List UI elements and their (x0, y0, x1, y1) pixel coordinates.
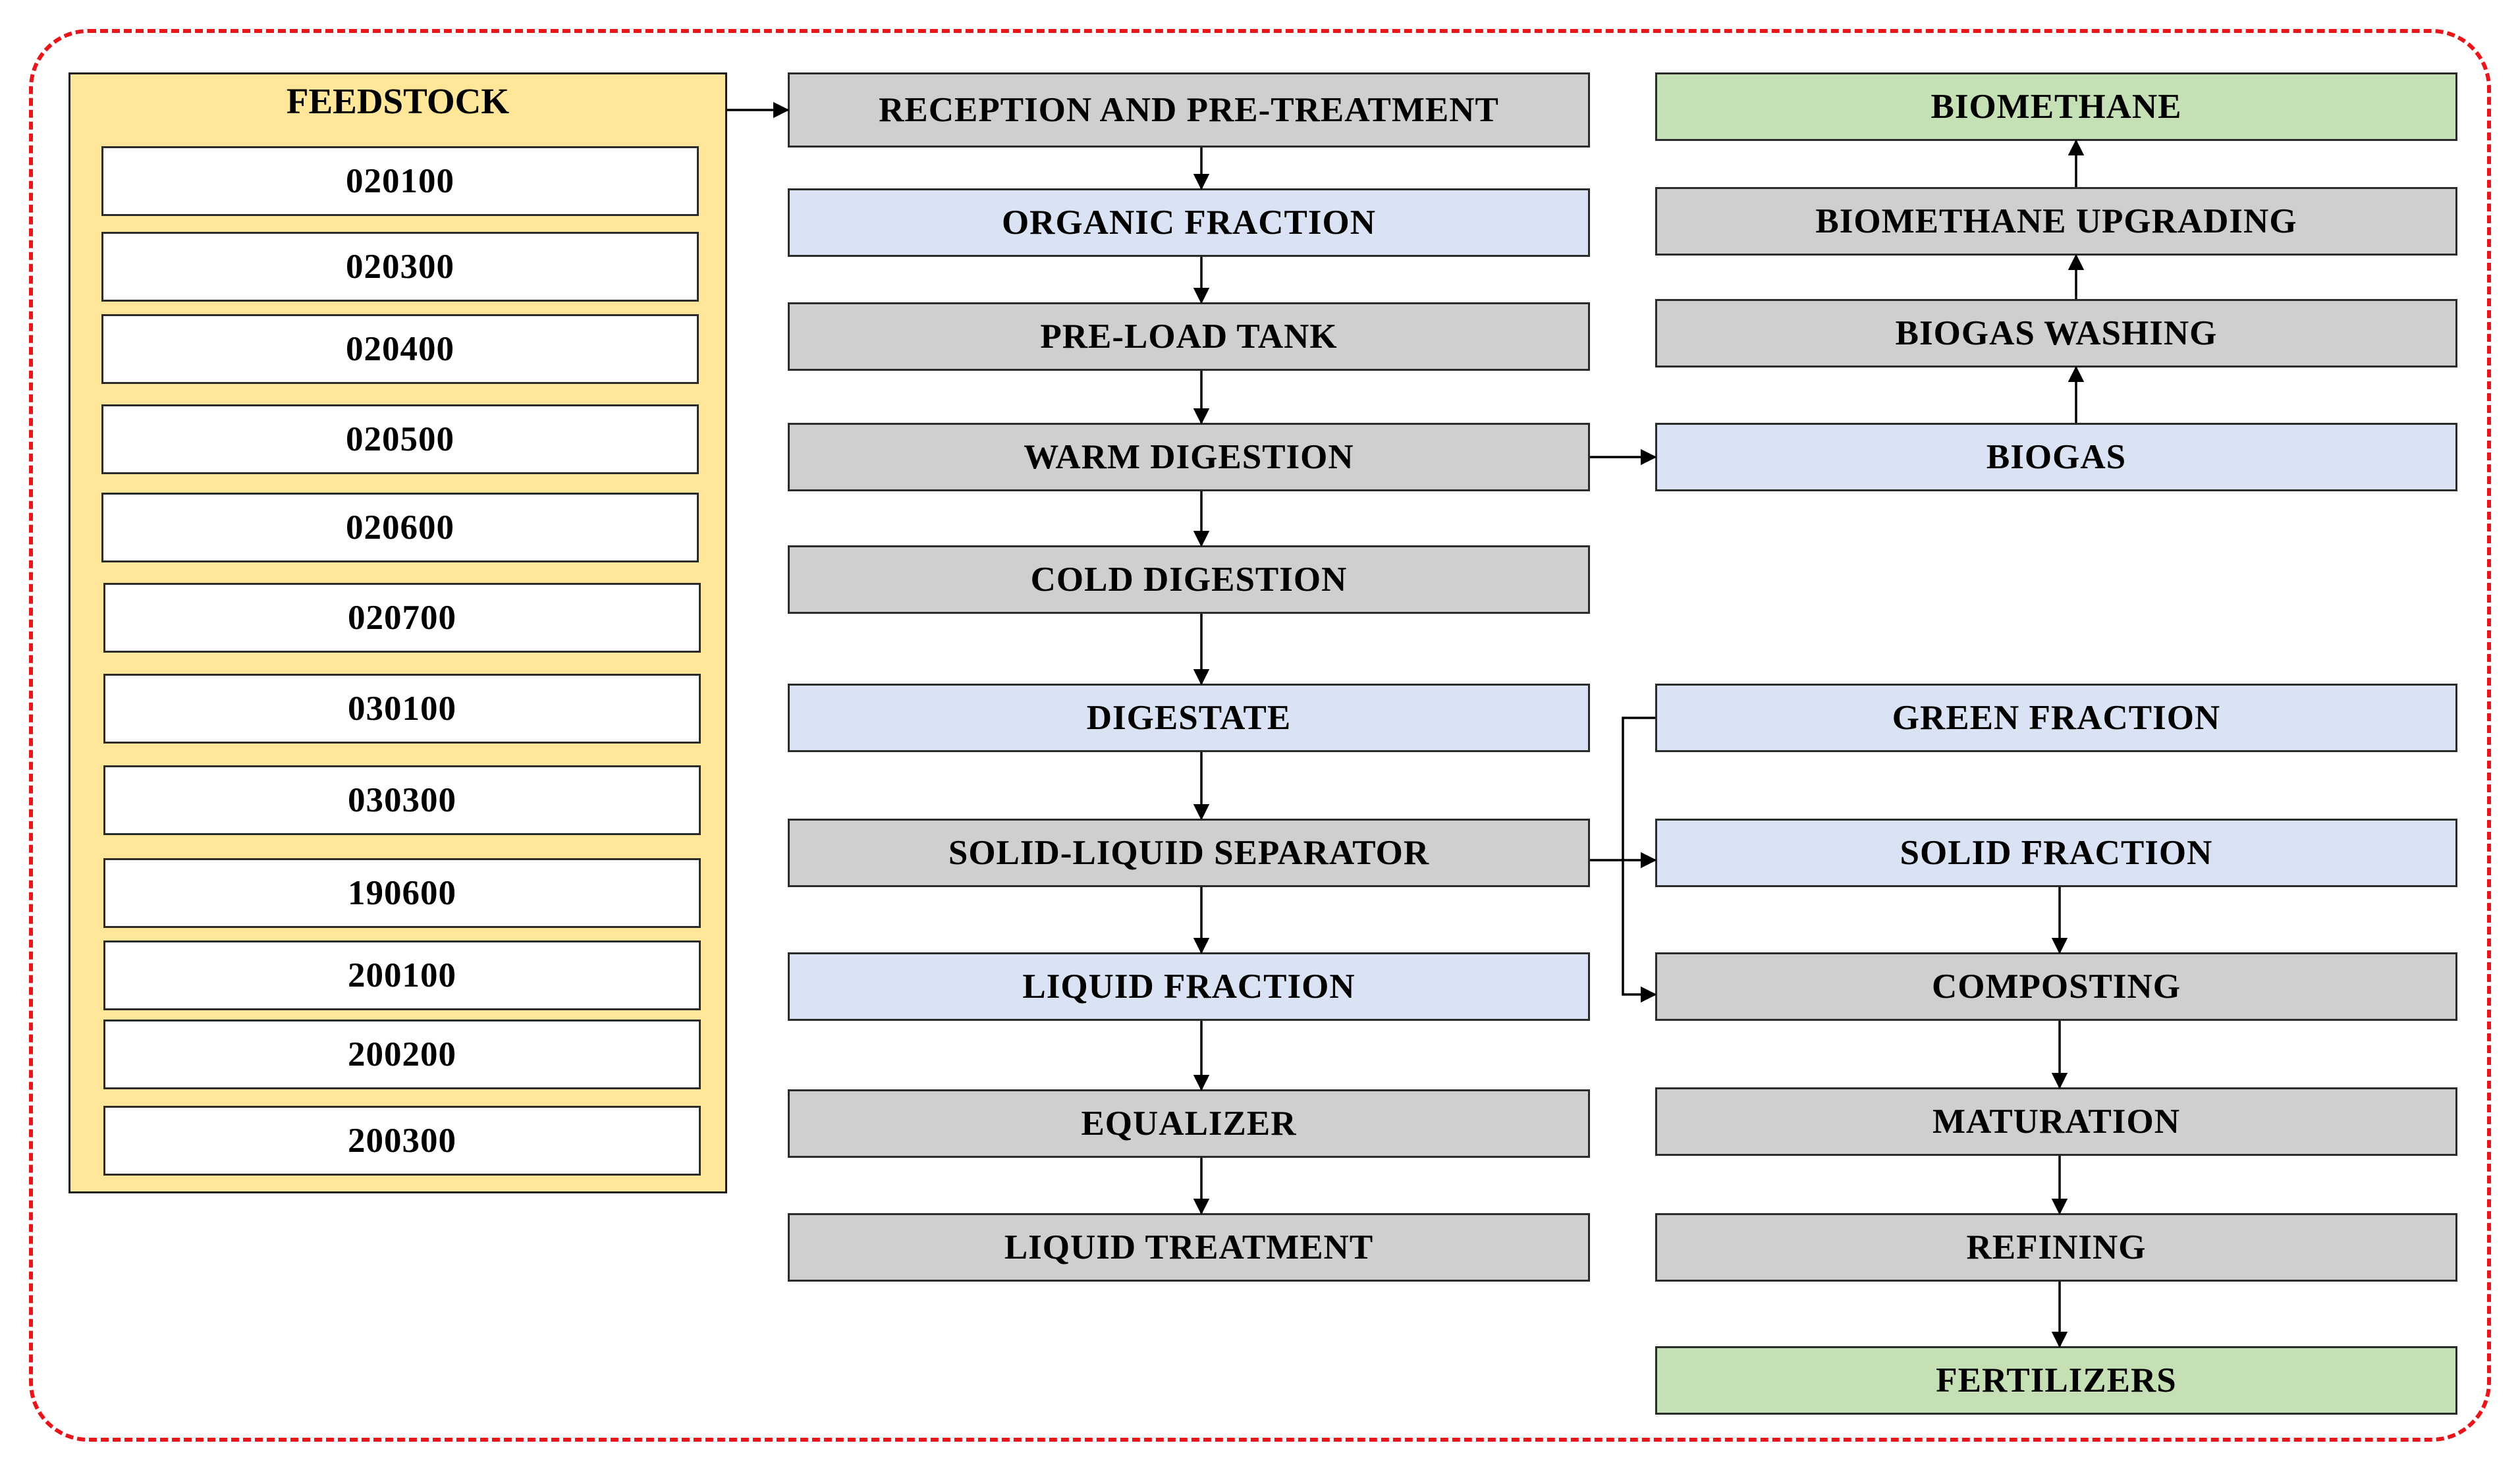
feedstock-code-box: 200300 (103, 1106, 701, 1176)
refining-box: REFINING (1655, 1213, 2457, 1282)
system-boundary-frame (29, 29, 2491, 1442)
feedstock-code-box: 190600 (103, 858, 701, 928)
feedstock-code-box: 020300 (101, 232, 699, 302)
biogas-box: BIOGAS (1655, 423, 2457, 491)
feedstock-title: FEEDSTOCK (286, 81, 510, 121)
feedstock-code-box: 020500 (101, 404, 699, 474)
green-fraction-box: GREEN FRACTION (1655, 684, 2457, 752)
cold-digestion-box: COLD DIGESTION (788, 545, 1590, 614)
arrow-green-to-composting (1622, 717, 1657, 1003)
feedstock-code-box: 020400 (101, 314, 699, 384)
biomethane-box: BIOMETHANE (1655, 72, 2457, 141)
biogas-washing-box: BIOGAS WASHING (1655, 299, 2457, 368)
biomethane-upgrading-box: BIOMETHANE UPGRADING (1655, 187, 2457, 256)
feedstock-code-box: 200200 (103, 1020, 701, 1089)
liquid-treatment-box: LIQUID TREATMENT (788, 1213, 1590, 1282)
feedstock-code-box: 200100 (103, 940, 701, 1010)
feedstock-code-box: 030100 (103, 674, 701, 744)
warm-digestion-box: WARM DIGESTION (788, 423, 1590, 491)
feedstock-code-box: 030300 (103, 765, 701, 835)
fertilizers-box: FERTILIZERS (1655, 1346, 2457, 1415)
equalizer-box: EQUALIZER (788, 1089, 1590, 1158)
reception-box: RECEPTION AND PRE-TREATMENT (788, 72, 1590, 148)
feedstock-code-box: 020600 (101, 493, 699, 562)
feedstock-code-box: 020100 (101, 146, 699, 216)
digestate-box: DIGESTATE (788, 684, 1590, 752)
preload-tank-box: PRE-LOAD TANK (788, 302, 1590, 371)
feedstock-code-box: 020700 (103, 583, 701, 653)
composting-box: COMPOSTING (1655, 952, 2457, 1021)
solid-fraction-box: SOLID FRACTION (1655, 819, 2457, 887)
liquid-fraction-box: LIQUID FRACTION (788, 952, 1590, 1021)
separator-box: SOLID-LIQUID SEPARATOR (788, 819, 1590, 887)
organic-fraction-box: ORGANIC FRACTION (788, 188, 1590, 257)
